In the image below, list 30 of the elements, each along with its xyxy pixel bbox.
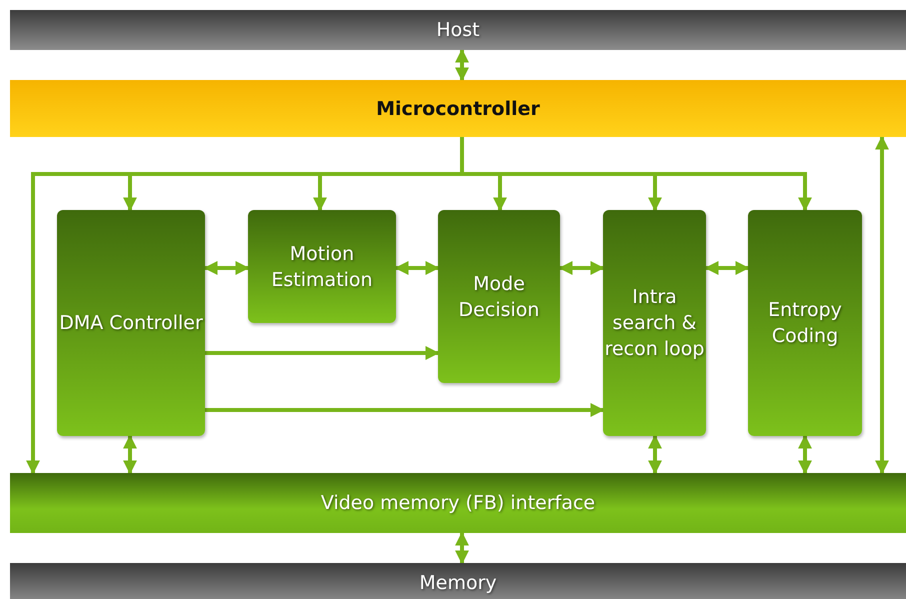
controller-bar — [10, 80, 906, 137]
process-block — [57, 210, 205, 436]
block-label: Memory — [419, 571, 497, 596]
block-label: DMA Controller — [59, 311, 203, 336]
process-block — [438, 210, 560, 383]
block-label: Entropy Coding — [767, 298, 843, 349]
host-bar — [10, 10, 906, 50]
arrow — [558, 261, 604, 275]
interface-bar — [10, 473, 906, 533]
block-label: Motion Estimation — [270, 242, 374, 292]
arrow — [875, 136, 889, 474]
process-block — [748, 210, 862, 436]
block-label: Video memory (FB) interface — [320, 491, 596, 516]
block-label: Microcontroller — [376, 96, 540, 122]
arrow — [123, 434, 137, 474]
arrow — [798, 434, 812, 474]
arrow — [648, 434, 662, 474]
arrow — [455, 48, 469, 82]
arrow — [205, 346, 440, 360]
process-block — [603, 210, 706, 436]
memory-bar — [10, 563, 906, 599]
arrow — [704, 261, 750, 275]
block-label: Mode Decision — [458, 272, 540, 322]
block-label: Host — [436, 18, 480, 43]
arrow — [204, 261, 250, 275]
arrow — [394, 261, 440, 275]
arrow — [205, 403, 604, 417]
block-label: Intra search & recon loop — [604, 285, 706, 362]
process-block — [248, 210, 396, 323]
arrow — [455, 532, 469, 564]
